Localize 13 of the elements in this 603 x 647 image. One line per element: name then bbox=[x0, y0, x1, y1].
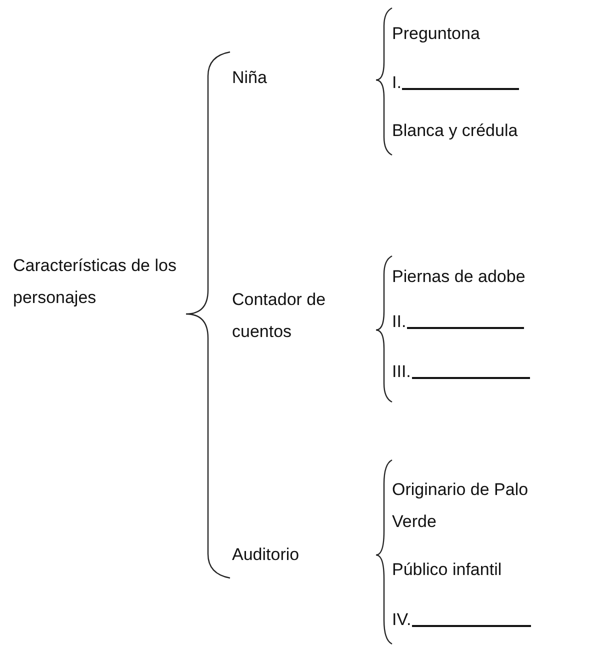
label-text: Piernas de adobe bbox=[392, 266, 526, 288]
label-text: Contador de cuentos bbox=[232, 289, 327, 343]
label-text: Niña bbox=[232, 67, 267, 89]
label-text: Público infantil bbox=[392, 559, 502, 581]
label-text: Características de los personajes bbox=[13, 255, 178, 309]
label-text: Originario de Palo Verde bbox=[392, 479, 530, 533]
label-text: Blanca y crédula bbox=[392, 120, 518, 142]
label-text: IV. bbox=[392, 609, 412, 631]
label-text: I. bbox=[392, 72, 402, 94]
label-text: III. bbox=[392, 361, 411, 383]
label-text: Auditorio bbox=[232, 544, 300, 566]
label-text: Preguntona bbox=[392, 23, 480, 45]
label-text: II. bbox=[392, 311, 406, 333]
